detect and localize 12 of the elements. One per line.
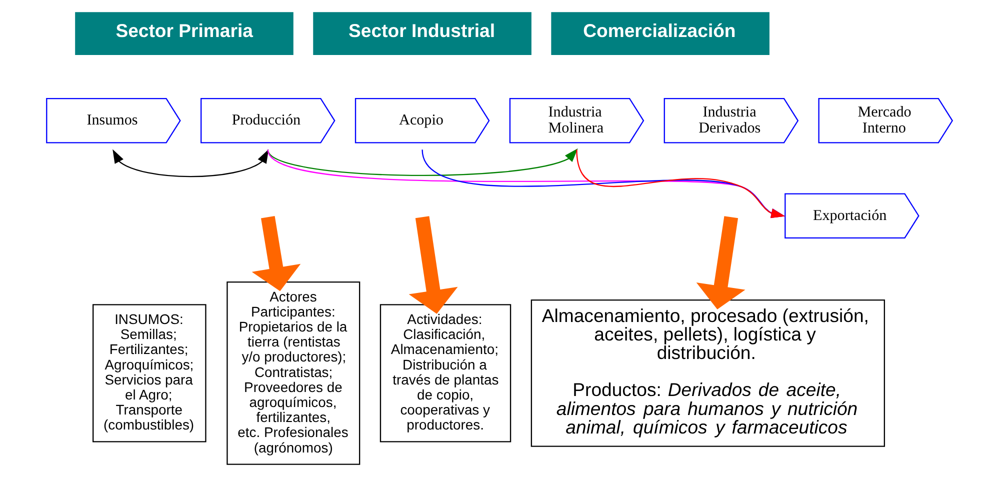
arrow bbox=[696, 216, 745, 310]
node-box: Comercialización bbox=[550, 12, 769, 56]
arrow bbox=[408, 216, 458, 314]
arrow bbox=[266, 148, 578, 176]
node-box: Almacenamiento, procesado (extrusión, aceites, pellets), logística y distribución. Productos: Derivados de aceite, alimentos para humanos y nutrición animal, químicos y farmaceuticos bbox=[530, 299, 884, 447]
node-box: Actividades: Clasificación, Almacenamiento; Distribución a través de plantas de copio, cooperativas y productores. bbox=[379, 304, 511, 442]
node-box: Sector Primaria bbox=[74, 12, 293, 56]
node-box: INSUMOS: Semillas; Fertilizantes; Agroquímicos; Servicios para el Agro; Transporte (combustibles) bbox=[92, 304, 206, 442]
arrow bbox=[251, 216, 300, 292]
arrow bbox=[112, 149, 268, 178]
node-box: Actores Participantes: Propietarios de la tierra (rentistas y/o productores); Contratistas; Proveedores de agroquímicos, fertilizantes, etc. Profesionales (agrónomos) bbox=[226, 281, 360, 465]
node-box: Sector Industrial bbox=[312, 12, 531, 56]
